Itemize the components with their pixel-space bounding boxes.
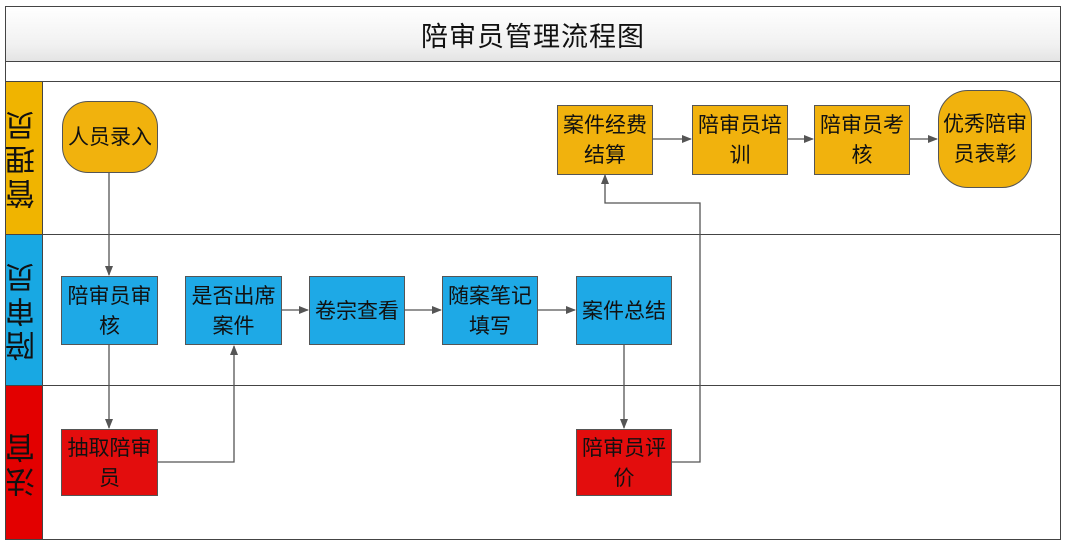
header-spacer [5, 62, 1061, 82]
node-attend-case: 是否出席案件 [185, 276, 282, 345]
chart-title: 陪审员管理流程图 [5, 6, 1061, 62]
lane-label-admin: 管理员 [6, 82, 43, 234]
connector-selection-to-attend [158, 345, 238, 463]
node-file-review-text: 卷宗查看 [315, 298, 399, 323]
node-juror-evaluation: 陪审员评价 [576, 429, 672, 496]
lane-label-judge: 法官 [6, 386, 43, 539]
node-personnel-entry: 人员录入 [62, 101, 158, 173]
lane-judge: 法官 [5, 386, 1061, 540]
node-excellent-commendation-text: 优秀陪审员表彰 [943, 112, 1027, 166]
node-juror-review-text: 陪审员审核 [67, 283, 152, 338]
node-attend-case-text: 是否出席案件 [191, 283, 276, 338]
node-juror-assessment-text: 陪审员考核 [820, 113, 904, 167]
node-juror-review: 陪审员审核 [61, 276, 158, 345]
node-random-selection-text: 抽取陪审员 [67, 435, 152, 490]
connector-evaluation-to-expense [601, 174, 701, 463]
node-personnel-entry-text: 人员录入 [68, 125, 152, 149]
node-case-notes: 随案笔记填写 [442, 276, 538, 345]
node-random-selection: 抽取陪审员 [61, 429, 158, 496]
node-case-expense-text: 案件经费结算 [563, 113, 647, 167]
node-juror-training: 陪审员培训 [692, 105, 788, 175]
node-case-expense: 案件经费结算 [557, 105, 653, 175]
node-case-summary: 案件总结 [576, 276, 672, 345]
lane-label-juror: 陪审员 [6, 235, 43, 385]
node-juror-training-text: 陪审员培训 [698, 113, 782, 167]
node-case-notes-text: 随案笔记填写 [448, 283, 532, 338]
node-juror-assessment: 陪审员考核 [814, 105, 910, 175]
node-excellent-commendation: 优秀陪审员表彰 [938, 90, 1032, 188]
node-juror-evaluation-text: 陪审员评价 [582, 435, 666, 490]
node-file-review: 卷宗查看 [309, 276, 405, 345]
node-case-summary-text: 案件总结 [582, 298, 666, 323]
